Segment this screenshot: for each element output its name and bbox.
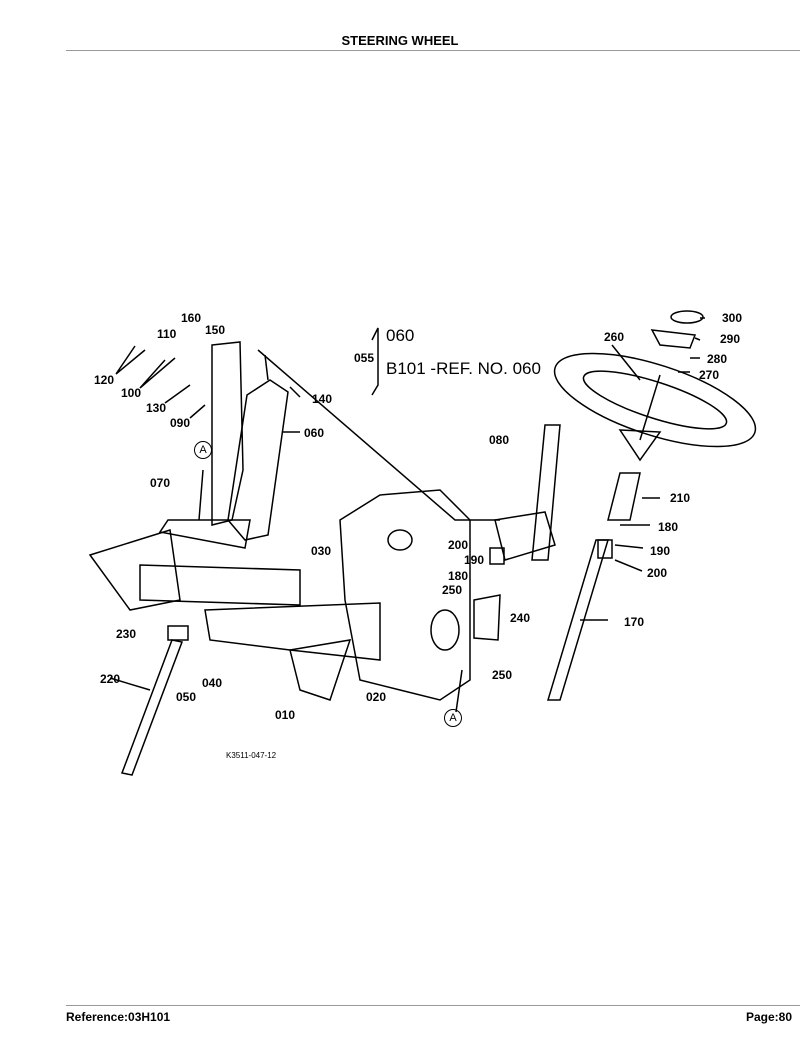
callout-270: 270 xyxy=(699,368,720,382)
callout-220: 220 xyxy=(100,672,121,686)
callout-180: 180 xyxy=(448,569,469,583)
page-number: Page:80 xyxy=(745,1010,792,1024)
footer-divider xyxy=(66,1005,800,1006)
callout-260: 260 xyxy=(604,330,625,344)
callout-070: 070 xyxy=(150,476,171,490)
reference-note-line2: B101 -REF. NO. 060 xyxy=(386,359,541,378)
callout-120: 120 xyxy=(94,373,115,387)
callout-190: 190 xyxy=(464,553,485,567)
connection-marker-a: A xyxy=(194,441,212,459)
page-title: STEERING WHEEL xyxy=(341,33,459,48)
callout-240: 240 xyxy=(510,611,531,625)
callout-280: 280 xyxy=(707,352,728,366)
callout-060: 060 xyxy=(304,426,325,440)
callout-050: 050 xyxy=(176,690,197,704)
reference-note-line1: 060 xyxy=(386,326,415,345)
callout-180: 180 xyxy=(658,520,679,534)
callout-170: 170 xyxy=(624,615,645,629)
callout-130: 130 xyxy=(146,401,167,415)
callout-020: 020 xyxy=(366,690,387,704)
callout-030: 030 xyxy=(311,544,332,558)
callout-055: 055 xyxy=(354,351,375,365)
callout-200: 200 xyxy=(448,538,469,552)
callout-100: 100 xyxy=(121,386,142,400)
callout-300: 300 xyxy=(722,311,743,325)
callout-210: 210 xyxy=(670,491,691,505)
reference-code: Reference:03H101 xyxy=(66,1010,171,1024)
header-divider xyxy=(66,50,800,51)
callout-200: 200 xyxy=(647,566,668,580)
callout-110: 110 xyxy=(157,327,177,341)
callout-250: 250 xyxy=(492,668,513,682)
callout-080: 080 xyxy=(489,433,510,447)
connection-marker-a: A xyxy=(444,709,462,727)
callout-190: 190 xyxy=(650,544,671,558)
callout-160: 160 xyxy=(181,311,202,325)
callout-250: 250 xyxy=(442,583,463,597)
figure-code: K3511-047-12 xyxy=(226,751,277,760)
callout-150: 150 xyxy=(205,323,226,337)
callout-290: 290 xyxy=(720,332,741,346)
callout-230: 230 xyxy=(116,627,137,641)
callout-040: 040 xyxy=(202,676,223,690)
callout-010: 010 xyxy=(275,708,296,722)
callout-140: 140 xyxy=(312,392,333,406)
callout-090: 090 xyxy=(170,416,191,430)
